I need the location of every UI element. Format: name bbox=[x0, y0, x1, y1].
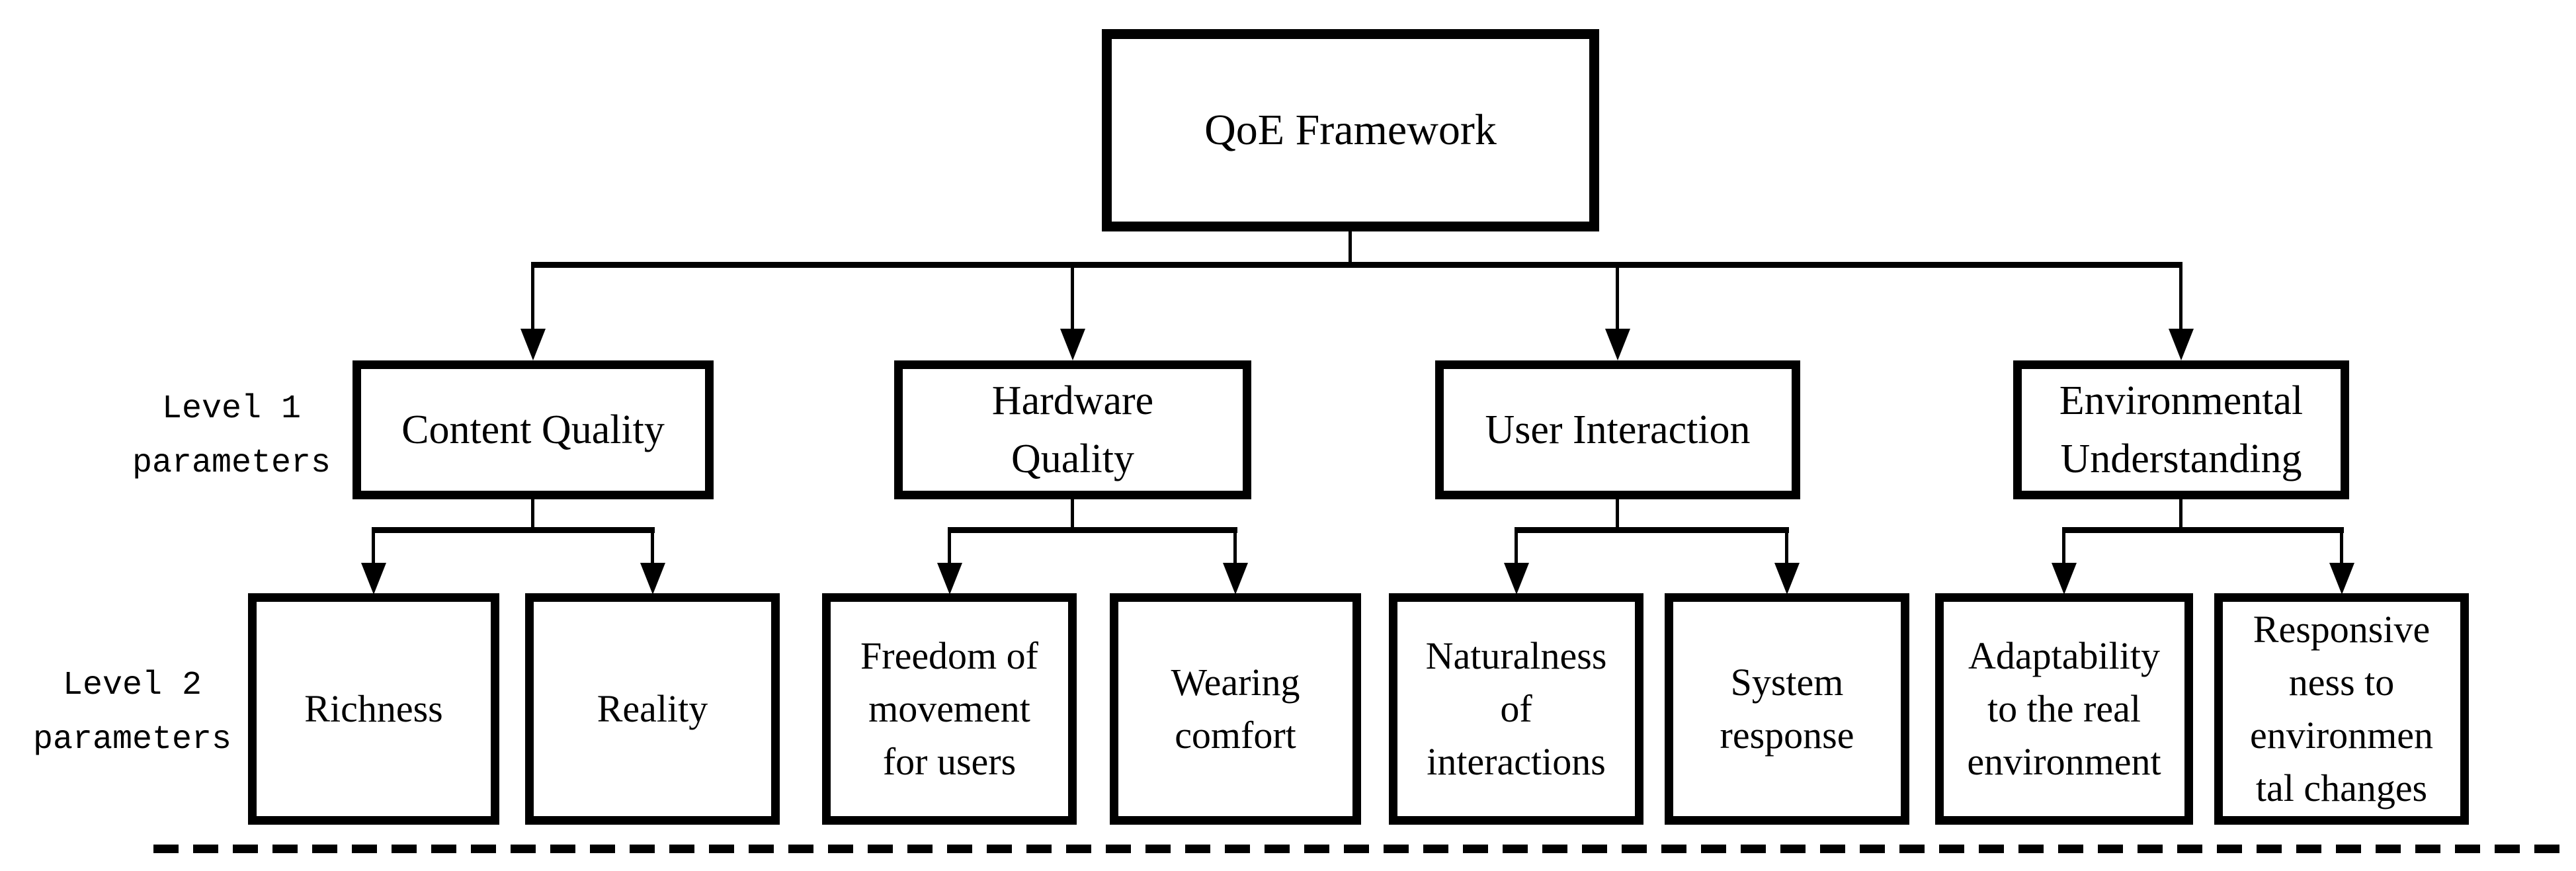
level1-box-hardware-quality-label: Hardware Quality bbox=[991, 378, 1154, 481]
level2-box-richness: Richness bbox=[248, 593, 499, 825]
connector-environmental-understanding-stem bbox=[2179, 498, 2182, 530]
level2-box-system-response-label: System response bbox=[1720, 661, 1854, 757]
arrow-down-icon-hardware-quality bbox=[1060, 329, 1085, 360]
connector-content-quality-bar bbox=[372, 527, 655, 533]
arrow-down-icon-adaptability bbox=[2052, 563, 2077, 595]
arrow-down-icon-responsiveness bbox=[2329, 563, 2354, 595]
bottom-dashed-separator bbox=[153, 845, 2574, 853]
root-box-label: QoE Framework bbox=[1204, 106, 1497, 154]
connector-drop-environmental-understanding bbox=[2179, 263, 2182, 331]
connector-root-stem bbox=[1349, 229, 1352, 265]
level2-box-wearing-comfort: Wearing comfort bbox=[1110, 593, 1361, 825]
root-box-qoe-framework: QoE Framework bbox=[1102, 29, 1599, 231]
level1-box-environmental-understanding: Environmental Understanding bbox=[2013, 360, 2349, 499]
connector-drop-reality bbox=[651, 529, 654, 565]
level2-box-naturalness: Naturalness of interactions bbox=[1389, 593, 1643, 825]
level2-box-reality: Reality bbox=[525, 593, 780, 825]
level1-parameters-label: Level 1 parameters bbox=[132, 390, 331, 482]
level1-box-hardware-quality: Hardware Quality bbox=[894, 360, 1251, 499]
level1-box-content-quality: Content Quality bbox=[353, 360, 714, 499]
level1-box-content-quality-label: Content Quality bbox=[401, 407, 665, 452]
connector-level1-bar bbox=[531, 262, 2182, 268]
arrow-down-icon-richness bbox=[361, 563, 386, 595]
connector-drop-responsiveness bbox=[2340, 529, 2343, 565]
arrow-down-icon-system-response bbox=[1774, 563, 1800, 595]
level2-box-responsiveness-label: Responsive ness to environmen tal change… bbox=[2249, 608, 2434, 809]
arrow-down-icon-environmental-understanding bbox=[2169, 329, 2194, 360]
arrow-down-icon-naturalness bbox=[1504, 563, 1529, 595]
connector-content-quality-stem bbox=[531, 498, 534, 530]
level2-box-wearing-comfort-label: Wearing comfort bbox=[1171, 661, 1300, 757]
connector-user-interaction-stem bbox=[1616, 498, 1619, 530]
connector-drop-richness bbox=[372, 529, 375, 565]
level2-box-adaptability-label: Adaptability to the real environment bbox=[1967, 634, 2161, 783]
level2-box-system-response: System response bbox=[1665, 593, 1909, 825]
level2-box-naturalness-label: Naturalness of interactions bbox=[1425, 634, 1607, 783]
level2-box-reality-label: Reality bbox=[597, 687, 708, 730]
level2-box-responsiveness: Responsive ness to environmen tal change… bbox=[2214, 593, 2469, 825]
level2-box-freedom-of-movement: Freedom of movement for users bbox=[822, 593, 1077, 825]
arrow-down-icon-content-quality bbox=[520, 329, 546, 360]
connector-hardware-quality-bar bbox=[948, 527, 1237, 533]
level1-box-user-interaction-label: User Interaction bbox=[1485, 407, 1751, 452]
connector-drop-wearing-comfort bbox=[1233, 529, 1237, 565]
connector-drop-freedom-of-movement bbox=[948, 529, 951, 565]
connector-drop-user-interaction bbox=[1616, 263, 1619, 331]
level1-box-user-interaction: User Interaction bbox=[1435, 360, 1800, 499]
connector-drop-content-quality bbox=[531, 263, 534, 331]
connector-drop-hardware-quality bbox=[1071, 263, 1074, 331]
arrow-down-icon-reality bbox=[640, 563, 665, 595]
arrow-down-icon-user-interaction bbox=[1605, 329, 1630, 360]
arrow-down-icon-wearing-comfort bbox=[1223, 563, 1248, 595]
arrow-down-icon-freedom-of-movement bbox=[937, 563, 962, 595]
level2-box-freedom-of-movement-label: Freedom of movement for users bbox=[860, 634, 1038, 783]
connector-drop-adaptability bbox=[2062, 529, 2065, 565]
connector-environmental-understanding-bar bbox=[2062, 527, 2344, 533]
level2-parameters-label: Level 2 parameters bbox=[32, 667, 232, 759]
level2-box-adaptability: Adaptability to the real environment bbox=[1935, 593, 2193, 825]
connector-hardware-quality-stem bbox=[1071, 498, 1074, 530]
connector-user-interaction-bar bbox=[1515, 527, 1789, 533]
level1-box-environmental-understanding-label: Environmental Understanding bbox=[2059, 378, 2304, 481]
connector-drop-system-response bbox=[1785, 529, 1788, 565]
connector-drop-naturalness bbox=[1515, 529, 1518, 565]
level2-box-richness-label: Richness bbox=[304, 687, 443, 730]
